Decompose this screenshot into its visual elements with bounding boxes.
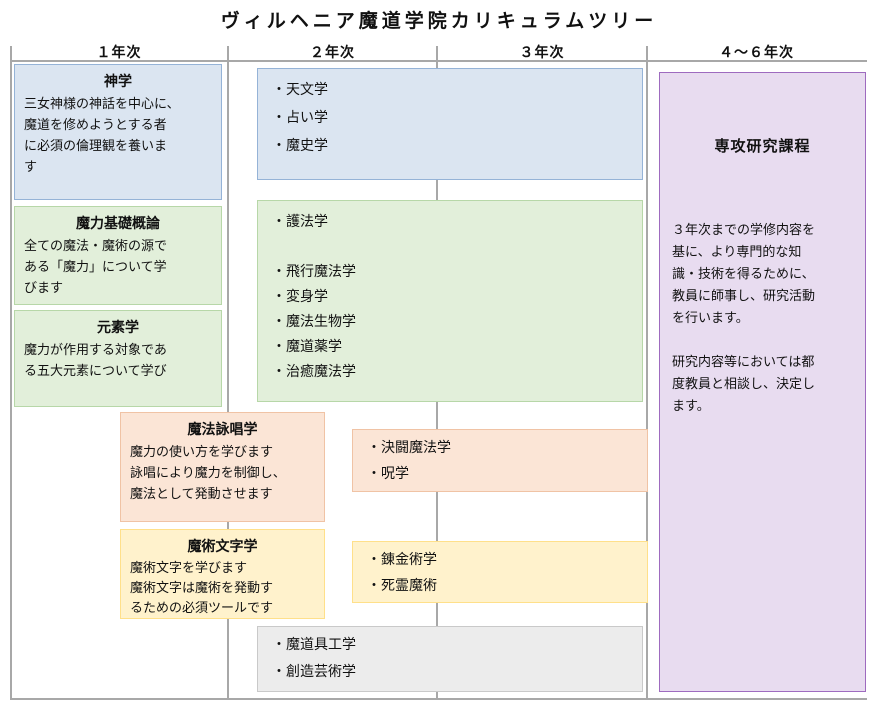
course-item: ・死霊魔術: [367, 578, 437, 594]
page-title: ヴィルヘニア魔道学院カリキュラムツリー: [220, 10, 658, 32]
header-underline: [10, 60, 867, 62]
course-box-mana-basics: 魔力基礎概論 全ての魔法・魔術の源である「魔力」について学びます: [14, 206, 222, 305]
course-item: ・呪学: [367, 466, 409, 482]
text-line: 魔術文字は魔術を発動す: [130, 581, 274, 596]
text-line: 詠唱により魔力を制御し、: [130, 466, 286, 481]
course-box-year2-general: ・天文学・占い学・魔史学: [257, 68, 643, 180]
course-box-crafts: ・魔道具工学・創造芸術学: [257, 626, 643, 692]
course-item: ・魔道具工学: [272, 637, 356, 653]
course-title-elements: 元素学: [97, 320, 139, 336]
course-title-mana-basics: 魔力基礎概論: [76, 216, 160, 232]
column-divider-year1-2: [227, 46, 229, 700]
course-item: ・護法学: [272, 214, 328, 230]
text-line: 魔術文字を学びます: [130, 561, 248, 576]
column-header-year1: １年次: [96, 45, 142, 61]
text-line: 魔力の使い方を学びます: [130, 445, 274, 460]
text-line: る五大元素について学び: [24, 364, 167, 379]
course-item: ・魔史学: [272, 138, 328, 154]
text-line: 教員に師事し、研究活動: [672, 289, 816, 304]
course-box-duel: ・決闘魔法学・呪学: [352, 429, 648, 492]
course-list-crafts: ・魔道具工学・創造芸術学: [258, 627, 642, 691]
course-list-core-magic: ・護法学・飛行魔法学・変身学・魔法生物学・魔道薬学・治癒魔法学: [258, 201, 642, 394]
course-description-chanting: 魔力の使い方を学びます詠唱により魔力を制御し、魔法として発動させます: [121, 439, 324, 508]
course-item: ・変身学: [272, 289, 328, 305]
column-divider-year3-4: [646, 46, 648, 700]
course-list-year2-general: ・天文学・占い学・魔史学: [258, 69, 642, 167]
research-paragraph-2: 研究内容等においては都度教員と相談し、決定します。: [660, 352, 865, 418]
course-description-theology: 三女神様の神話を中心に、魔道を修めようとする者に必須の倫理観を養います: [15, 91, 221, 181]
course-item: ・占い学: [272, 110, 328, 126]
course-box-runes: 魔術文字学 魔術文字を学びます魔術文字は魔術を発動するための必須ツールです: [120, 529, 325, 619]
course-item: [272, 235, 628, 260]
course-title-chanting: 魔法詠唱学: [187, 422, 258, 438]
text-line: 識・技術を得るために、: [672, 267, 815, 282]
course-description-runes: 魔術文字を学びます魔術文字は魔術を発動するための必須ツールです: [121, 556, 324, 622]
text-line: 魔法として発動させます: [130, 487, 273, 502]
course-item: ・決闘魔法学: [367, 440, 451, 456]
text-line: 度教員と相談し、決定し: [672, 377, 816, 392]
text-line: 全ての魔法・魔術の源で: [24, 239, 168, 254]
text-line: 研究内容等においては都: [672, 355, 815, 370]
text-line: す: [24, 160, 38, 175]
course-title-theology: 神学: [104, 74, 132, 90]
text-line: びます: [24, 281, 64, 296]
column-header-year3: ３年次: [519, 45, 565, 61]
course-item: ・治癒魔法学: [272, 364, 356, 380]
course-box-elements: 元素学 魔力が作用する対象である五大元素について学び: [14, 310, 222, 407]
research-paragraph-1: ３年次までの学修内容を基に、より専門的な知識・技術を得るために、教員に師事し、研…: [660, 220, 865, 330]
course-item: ・飛行魔法学: [272, 264, 356, 280]
course-description-mana-basics: 全ての魔法・魔術の源である「魔力」について学びます: [15, 233, 221, 302]
course-item: ・天文学: [272, 82, 328, 98]
course-item: ・魔道薬学: [272, 339, 342, 355]
course-item: ・創造芸術学: [272, 664, 356, 680]
column-divider-left: [10, 46, 12, 700]
text-line: を行います。: [672, 311, 749, 326]
course-box-theology: 神学 三女神様の神話を中心に、魔道を修めようとする者に必須の倫理観を養います: [14, 64, 222, 200]
text-line: るための必須ツールです: [130, 601, 274, 616]
text-line: 魔道を修めようとする者: [24, 118, 167, 133]
course-box-alchemy: ・錬金術学・死霊魔術: [352, 541, 648, 603]
course-description-elements: 魔力が作用する対象である五大元素について学び: [15, 337, 221, 385]
course-box-research-program: 専攻研究課程 ３年次までの学修内容を基に、より専門的な知識・技術を得るために、教…: [659, 72, 866, 692]
column-header-year4-6: ４～６年次: [719, 45, 794, 61]
text-line: 三女神様の神話を中心に、: [24, 97, 180, 112]
course-title-runes: 魔術文字学: [187, 539, 258, 555]
column-header-year2: ２年次: [310, 45, 355, 61]
course-list-duel: ・決闘魔法学・呪学: [353, 430, 647, 492]
text-line: ます。: [672, 399, 710, 414]
course-item: ・錬金術学: [367, 552, 437, 568]
text-line: に必須の倫理観を養いま: [24, 139, 168, 154]
bottom-line: [10, 698, 867, 700]
course-item: ・魔法生物学: [272, 314, 356, 330]
course-title-research-program: 専攻研究課程: [714, 137, 811, 155]
text-line: ３年次までの学修内容を: [672, 223, 816, 238]
text-line: 魔力が作用する対象であ: [24, 343, 167, 358]
text-line: 基に、より専門的な知: [672, 245, 802, 260]
course-box-core-magic: ・護法学・飛行魔法学・変身学・魔法生物学・魔道薬学・治癒魔法学: [257, 200, 643, 402]
text-line: ある「魔力」について学: [24, 260, 167, 275]
course-box-chanting: 魔法詠唱学 魔力の使い方を学びます詠唱により魔力を制御し、魔法として発動させます: [120, 412, 325, 522]
course-list-alchemy: ・錬金術学・死霊魔術: [353, 542, 647, 604]
